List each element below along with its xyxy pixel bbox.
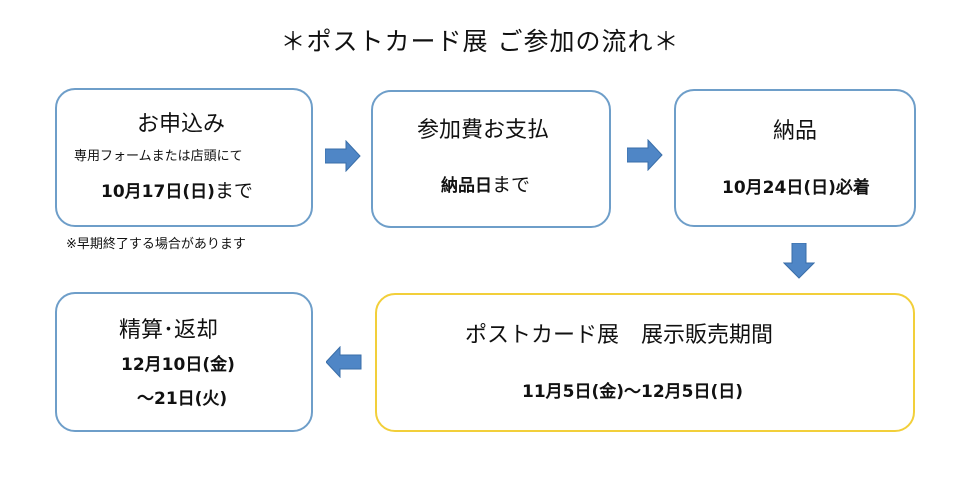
step-delivery-heading: 納品 — [773, 119, 818, 144]
page-title: ＊ポストカード展 ご参加の流れ＊ — [280, 27, 680, 56]
step-settlement-date-end: ～21日(火) — [137, 389, 228, 409]
step-box-delivery: 納品 10月24日(日)必着 — [674, 89, 916, 227]
step-settlement-date-start: 12月10日(金) — [121, 355, 235, 375]
step-settlement-heading: 精算･返却 — [119, 318, 219, 343]
step-payment-deadline: 納品日まで — [441, 170, 530, 197]
early-close-note: ※早期終了する場合があります — [66, 237, 246, 252]
step-delivery-deadline: 10月24日(日)必着 — [722, 178, 870, 198]
step-application-deadline-suffix: まで — [214, 180, 253, 202]
step-box-application: お申込み 専用フォームまたは店頭にて 10月17日(日)まで — [55, 88, 313, 227]
flow-arrow-right-icon — [325, 140, 361, 172]
step-box-payment: 参加費お支払 納品日まで — [371, 90, 611, 228]
step-payment-deadline-bold: 納品日 — [441, 176, 492, 196]
step-payment-heading: 参加費お支払 — [417, 118, 550, 143]
step-application-deadline: 10月17日(日)まで — [101, 176, 253, 203]
flow-arrow-left-icon — [326, 346, 362, 378]
step-exhibition-heading: ポストカード展 展示販売期間 — [465, 323, 774, 348]
step-exhibition-dates: 11月5日(金)～12月5日(日) — [522, 382, 744, 402]
flow-arrow-right-icon — [627, 139, 663, 171]
step-application-heading: お申込み — [137, 112, 226, 137]
step-box-exhibition: ポストカード展 展示販売期間 11月5日(金)～12月5日(日) — [375, 293, 915, 432]
step-payment-deadline-suffix: まで — [492, 174, 531, 196]
step-box-settlement: 精算･返却 12月10日(金) ～21日(火) — [55, 292, 313, 432]
step-application-deadline-date: 10月17日(日) — [101, 182, 215, 202]
flow-arrow-down-icon — [783, 243, 815, 279]
step-application-subtext: 専用フォームまたは店頭にて — [74, 149, 243, 164]
